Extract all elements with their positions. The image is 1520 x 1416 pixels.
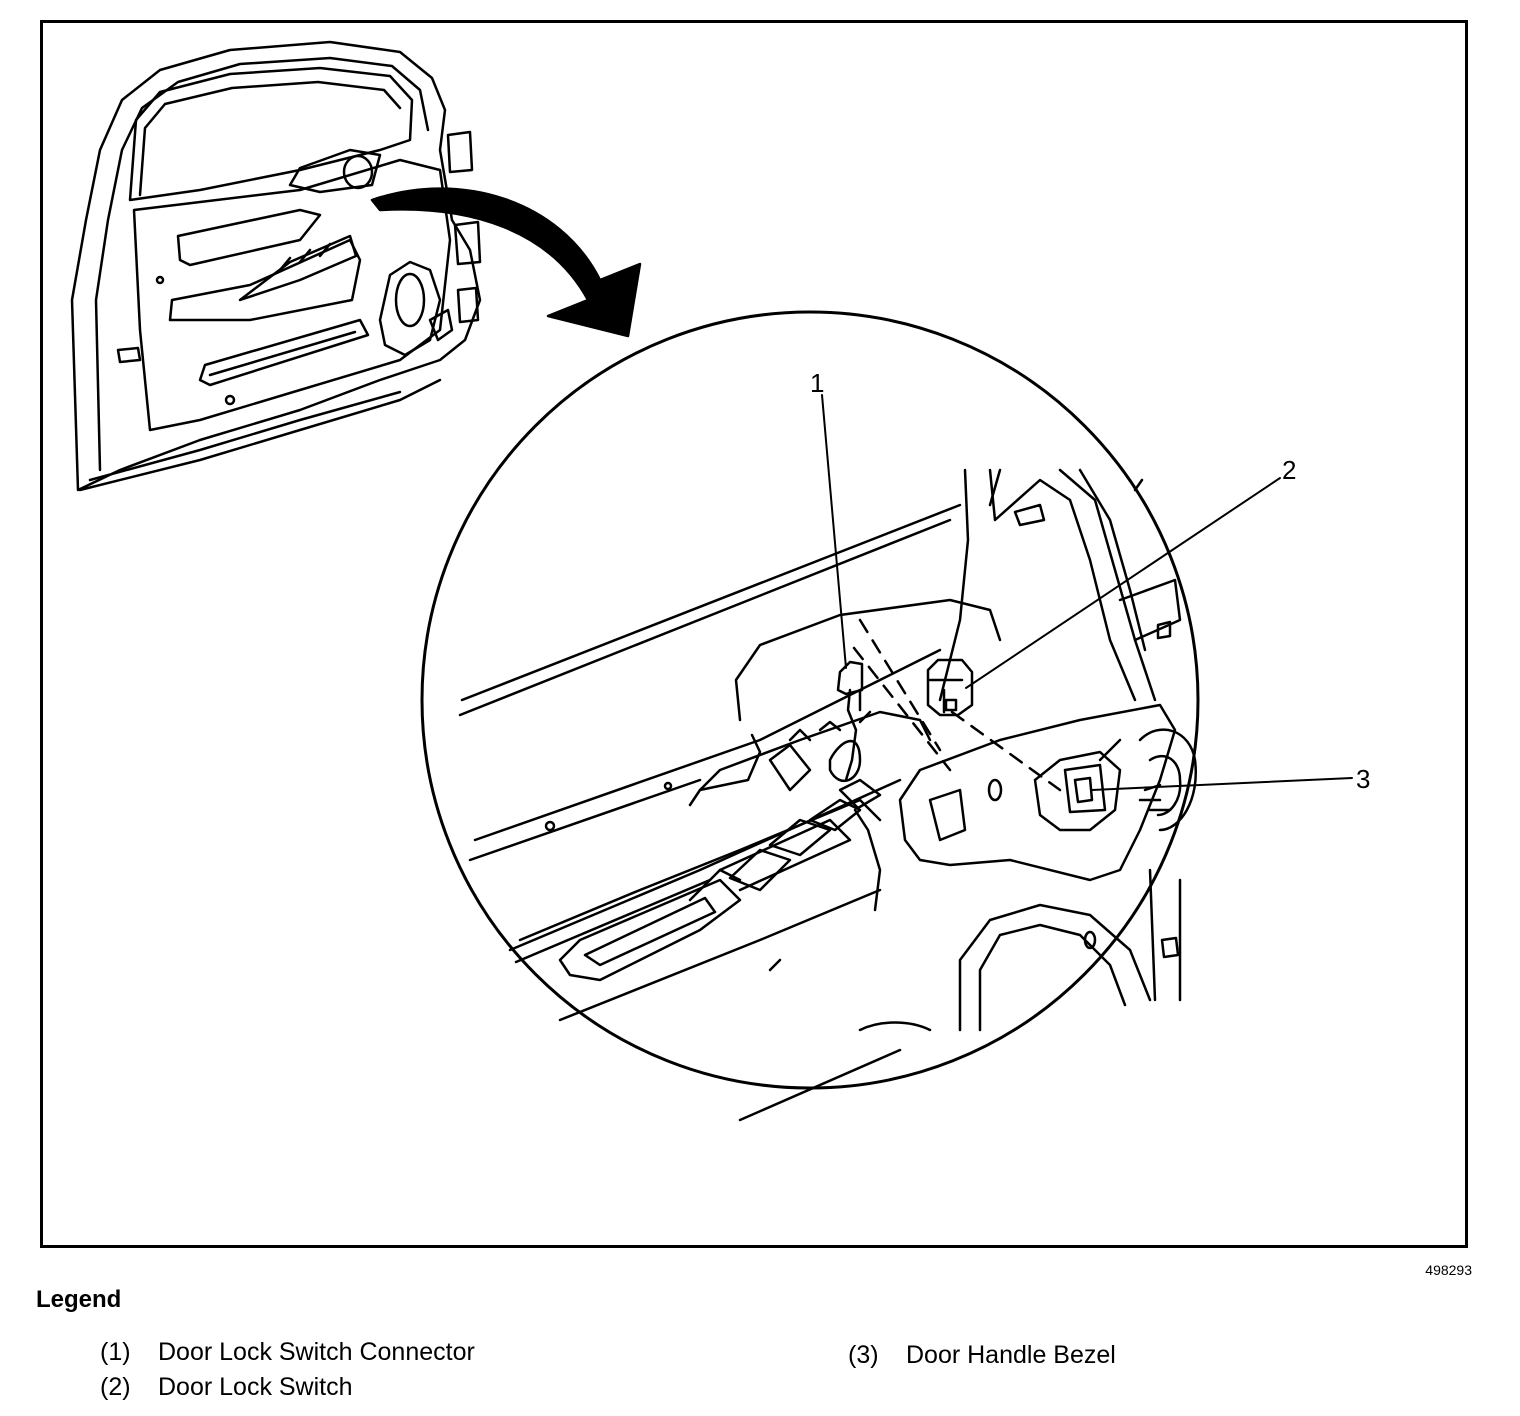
callout-1: 1	[810, 368, 825, 398]
legend-item-number: (2)	[100, 1373, 131, 1401]
legend-item-number: (1)	[100, 1338, 131, 1366]
legend-title: Legend	[36, 1286, 122, 1313]
legend-item-label: Door Lock Switch Connector	[158, 1338, 475, 1366]
legend-item-number: (3)	[848, 1341, 879, 1369]
legend-item: (3) Door Handle Bezel	[848, 1341, 1116, 1370]
legend-item: (1) Door Lock Switch Connector	[100, 1338, 475, 1367]
callout-3: 3	[1356, 764, 1371, 794]
door-diagram	[0, 0, 1520, 1260]
figure-frame	[40, 20, 1468, 1248]
overview-door	[72, 42, 480, 490]
detail-door	[460, 470, 1196, 1120]
leader-lines	[822, 395, 1352, 790]
figure-id: 498293	[1425, 1262, 1472, 1278]
detail-circle	[422, 312, 1198, 1088]
legend-item: (2) Door Lock Switch	[100, 1373, 353, 1402]
legend-item-label: Door Handle Bezel	[906, 1341, 1116, 1369]
legend-item-label: Door Lock Switch	[158, 1373, 353, 1401]
callout-2: 2	[1282, 455, 1297, 485]
zoom-arrow	[372, 189, 640, 336]
